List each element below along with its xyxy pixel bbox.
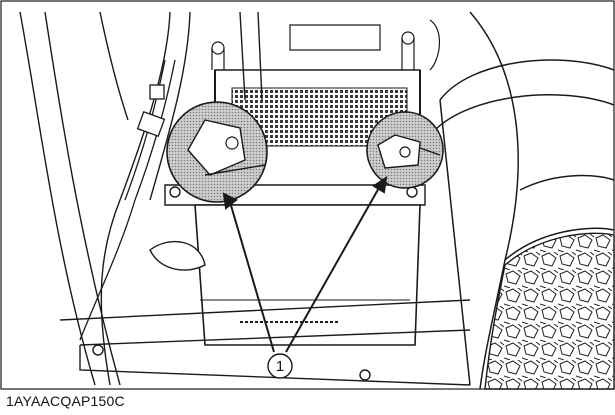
- lower-floor-panel: [59, 240, 471, 386]
- leader-line-left: [229, 201, 275, 353]
- arrowhead-right: [372, 175, 388, 194]
- callout-marker: 1: [267, 353, 293, 379]
- tire-tread: [484, 232, 615, 390]
- right-fender: [434, 11, 615, 390]
- arrowhead-left: [222, 192, 238, 210]
- terminal-detail-left: [166, 101, 268, 203]
- battery: [194, 204, 421, 346]
- left-body-panel: [19, 11, 191, 386]
- hose-left: [79, 59, 176, 341]
- terminal-detail-right: [366, 111, 444, 189]
- leader-lines: [222, 175, 388, 353]
- leader-line-right: [285, 185, 381, 353]
- callout-number: 1: [276, 358, 284, 375]
- figure-id-code: 1AYAACQAP150C: [6, 393, 125, 409]
- frame-border: [0, 0, 615, 390]
